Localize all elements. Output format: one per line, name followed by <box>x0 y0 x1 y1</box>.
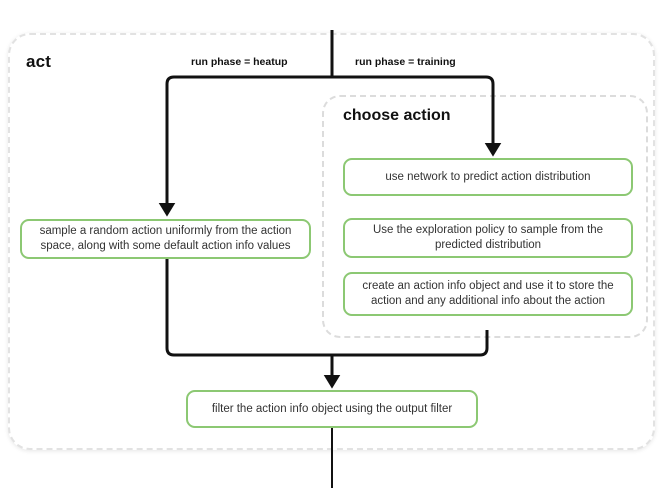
edge-label-training: run phase = training <box>355 56 456 68</box>
node-use-network-predict[interactable]: use network to predict action distributi… <box>343 158 633 196</box>
node-sample-random-action[interactable]: sample a random action uniformly from th… <box>20 219 311 259</box>
node-create-action-info[interactable]: create an action info object and use it … <box>343 272 633 316</box>
node-exploration-policy[interactable]: Use the exploration policy to sample fro… <box>343 218 633 258</box>
act-panel-title: act <box>26 52 52 71</box>
node-filter-output[interactable]: filter the action info object using the … <box>186 390 478 428</box>
edge-label-heatup: run phase = heatup <box>191 56 288 68</box>
choose-action-panel-title: choose action <box>343 107 451 124</box>
